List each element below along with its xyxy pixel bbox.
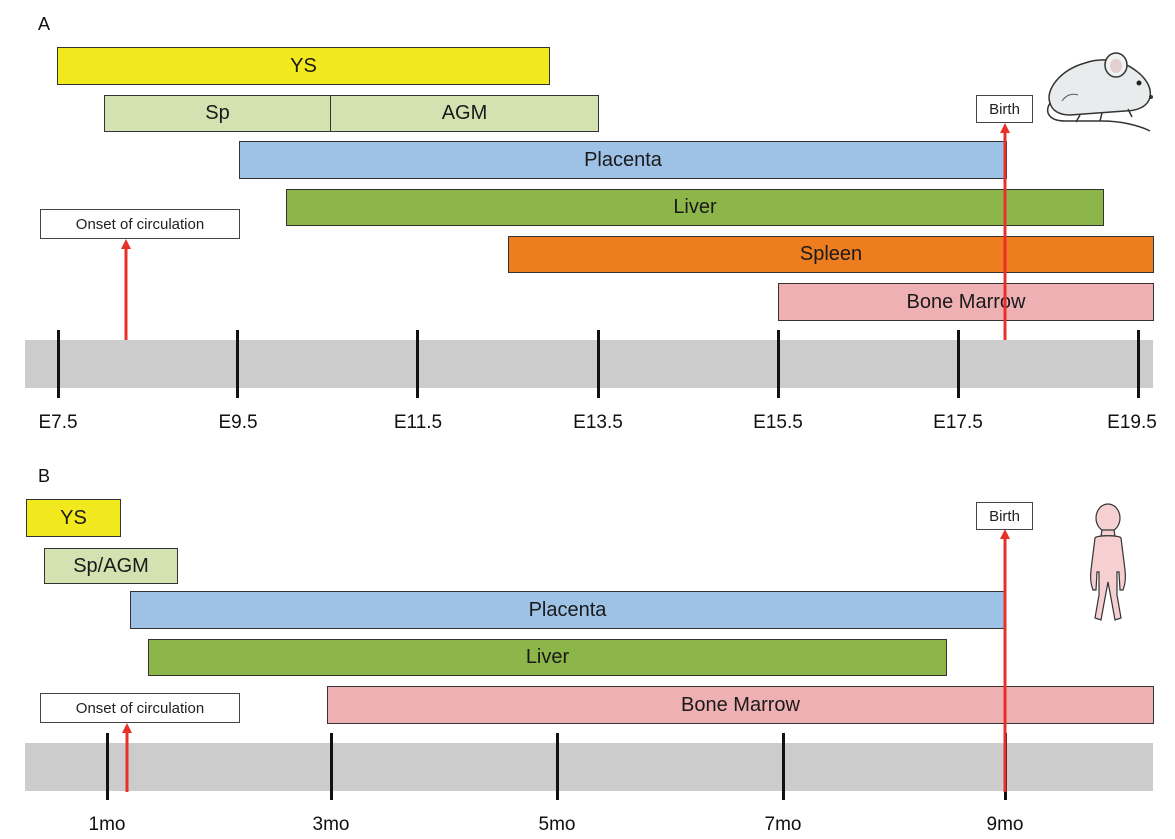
tick-label-b-3: 7mo [764,814,802,835]
timeline-b [25,743,1153,791]
bar-a-placenta-label: Placenta [584,148,662,171]
tick-label-a-3: E13.5 [573,412,623,433]
bar-a-sp-label: Sp [205,102,230,124]
tick-label-b-4: 9mo [986,814,1024,835]
bar-b-liver: Liver [148,639,947,676]
bar-a-ys: YS [57,47,550,85]
bar-a-spleen: Spleen [508,236,1154,273]
human-icon [1090,503,1126,621]
bar-b-ys-label: YS [60,506,87,529]
tick-a-3 [597,330,600,398]
bar-b-placenta-label: Placenta [528,598,607,621]
panel-a-letter: A [38,14,51,34]
bar-b-bone-marrow-label: Bone Marrow [681,693,800,716]
birth-label-a: Birth [976,95,1033,123]
tick-label-a-5: E17.5 [933,412,983,433]
birth-label-b: Birth [976,502,1033,530]
bar-a-bone-marrow-label: Bone Marrow [906,290,1026,313]
tick-label-b-1: 3mo [312,814,350,835]
tick-a-4 [777,330,780,398]
bar-b-sp-agm: Sp/AGM [44,548,178,584]
bar-a-liver-label: Liver [673,196,717,218]
tick-label-a-1: E9.5 [218,412,258,433]
bar-a-spleen-label: Spleen [799,243,863,265]
tick-a-5 [957,330,960,398]
tick-b-3 [782,733,785,800]
tick-label-a-0: E7.5 [38,412,78,433]
bar-a-liver: Liver [286,189,1104,226]
tick-b-1 [330,733,333,800]
onset-circulation-label-b: Onset of circulation [40,693,240,723]
tick-b-0 [106,733,109,800]
mouse-icon [1046,52,1153,132]
onset-circulation-label-a: Onset of circulation [40,209,240,239]
bar-a-bone-marrow: Bone Marrow [778,283,1154,321]
tick-label-a-6: E19.5 [1107,412,1157,433]
tick-label-b-0: 1mo [88,814,126,835]
tick-label-a-2: E11.5 [393,412,443,433]
bar-b-ys: YS [26,499,121,537]
bar-a-agm: AGM [330,95,599,132]
bar-a-agm-label: AGM [441,102,488,124]
tick-b-2 [556,733,559,800]
tick-a-1 [236,330,239,398]
tick-label-a-4: E15.5 [753,412,803,433]
bar-b-liver-label: Liver [525,646,570,668]
bar-a-ys-label: YS [290,54,317,77]
bar-b-sp-agm-label: Sp/AGM [73,554,149,577]
tick-a-0 [57,330,60,398]
tick-a-6 [1137,330,1140,398]
timeline-a [25,340,1153,388]
bar-b-placenta: Placenta [130,591,1005,629]
bar-b-bone-marrow: Bone Marrow [327,686,1154,724]
tick-a-2 [416,330,419,398]
tick-label-b-2: 5mo [538,814,576,835]
panel-b-letter: B [38,466,51,486]
bar-a-placenta: Placenta [239,141,1007,179]
